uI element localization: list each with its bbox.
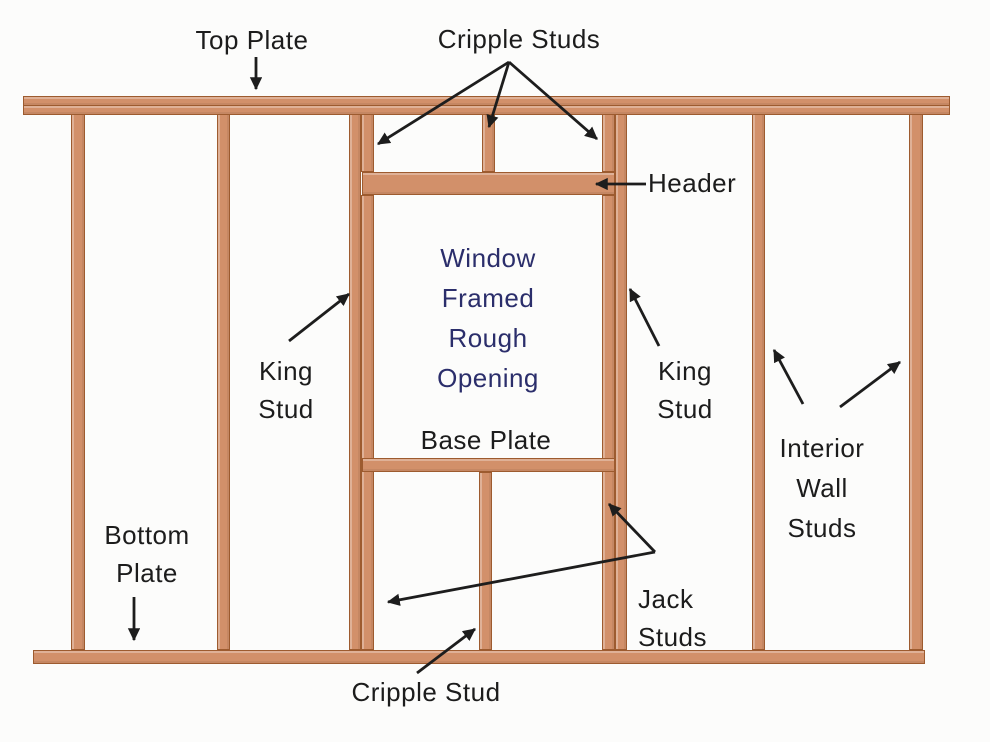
bottom-plate-board <box>33 650 925 664</box>
cripple-stud-above-left <box>361 114 374 172</box>
king-stud-left-label: King Stud <box>258 356 314 424</box>
arrow-king-stud-left <box>288 292 350 343</box>
cripple-stud-label: Cripple Stud <box>351 677 501 707</box>
jack-stud-right <box>602 195 615 650</box>
window-rough-opening-label: Window Framed Rough Opening <box>437 243 539 393</box>
interior-wall-stud-2 <box>909 114 923 650</box>
cripple-stud-above-right <box>602 114 615 172</box>
jack-studs-label: Jack Studs <box>638 584 707 652</box>
base-plate-sill <box>362 458 615 472</box>
arrow-king-stud-right <box>628 288 661 347</box>
top-plate-lower-board <box>23 105 950 115</box>
king-stud-right <box>615 114 627 650</box>
cripple-stud-above-middle <box>482 114 495 172</box>
cripple-studs-label: Cripple Studs <box>437 24 601 54</box>
wall-stud-2 <box>217 114 230 650</box>
interior-wall-stud-1 <box>752 114 765 650</box>
king-stud-right-label: King Stud <box>657 356 713 424</box>
base-plate-label: Base Plate <box>420 425 552 455</box>
king-stud-left <box>349 114 361 650</box>
header-beam <box>362 172 615 195</box>
header-label: Header <box>648 168 737 198</box>
interior-wall-studs-label: Interior Wall Studs <box>779 433 865 543</box>
jack-stud-left <box>361 195 374 650</box>
top-plate-label: Top Plate <box>195 25 309 55</box>
wall-stud-1 <box>71 114 85 650</box>
arrow-interior-stud-left <box>772 349 805 405</box>
bottom-plate-label: Bottom Plate <box>104 520 190 588</box>
arrow-interior-stud-right <box>839 360 901 409</box>
cripple-stud-below-middle <box>479 472 492 650</box>
